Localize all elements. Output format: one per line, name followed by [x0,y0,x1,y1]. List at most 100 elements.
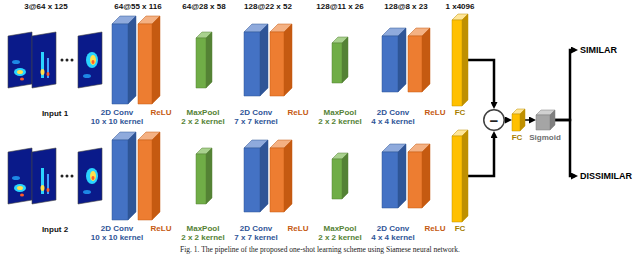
layer-caption: ReLU [288,109,309,118]
block-face [382,152,398,208]
tensor-size: 128@8 x 23 [384,2,427,11]
block-face [452,136,462,222]
layer-caption: MaxPool2 x 2 kernel [318,109,362,126]
layer-caption: 2D Conv4 x 4 kernel [371,109,415,126]
block-face [138,140,152,220]
layer-name: 2D Conv [91,109,143,118]
block-shape [452,14,468,106]
flow-arrow [525,119,533,121]
layer-caption: FC [455,109,466,118]
conv-layer: 2D Conv4 x 4 kernel [382,28,406,92]
block-shape [332,37,348,83]
block-face [244,148,260,212]
block-shape [382,144,406,208]
layer-caption: FC [512,134,523,143]
block-shape [270,140,292,212]
block-shape [408,144,430,208]
kernel-size: 4 x 4 kernel [371,118,415,127]
kernel-size: 2 x 2 kernel [318,118,362,127]
block-face [332,159,342,199]
conv-layer: 2D Conv4 x 4 kernel [382,144,406,208]
relu-layer: ReLU [138,132,160,220]
block-face [152,16,160,104]
layer-name: MaxPool [318,225,362,234]
block-shape [382,28,406,92]
block-face [260,140,268,212]
input-1-spectrograms [8,32,102,88]
flow-arrow [505,119,509,121]
layer-caption: MaxPool2 x 2 kernel [181,225,225,242]
kernel-size: 7 x 7 kernel [234,234,278,243]
fc-layer: FC [452,14,468,106]
layer-name: 2D Conv [234,225,278,234]
layer-caption: ReLU [151,109,172,118]
block-face [270,148,284,212]
input-label: Input 2 [42,225,68,234]
output-label: SIMILAR [580,45,617,56]
block-shape [196,32,212,88]
kernel-size: 10 x 10 kernel [91,118,143,127]
block-face [342,153,348,199]
layer-name: MaxPool [181,225,225,234]
conv-layer: 2D Conv10 x 10 kernel [112,16,136,104]
tensor-size: 64@55 x 116 [114,2,161,11]
block-face [462,14,468,106]
block-face [152,132,160,220]
layer-name: ReLU [151,225,172,234]
layer-name: ReLU [425,225,446,234]
block-face [196,154,206,204]
layer-name: FC [455,109,466,118]
layer-caption: FC [455,225,466,234]
block-shape [112,132,136,220]
block-face [398,144,406,208]
layer-caption: 2D Conv7 x 7 kernel [234,109,278,126]
layer-name: 2D Conv [91,225,143,234]
tensor-size: 64@28 x 58 [182,2,225,11]
relu-layer: ReLU [138,16,160,104]
flow-arrow [468,134,494,176]
block-shape [452,130,468,222]
block-shape [112,16,136,104]
block-shape [512,109,525,131]
block-face [138,24,152,104]
tensor-size: 3@64 x 125 [24,2,67,11]
conv-layer: 2D Conv7 x 7 kernel [244,24,268,96]
layer-name: ReLU [151,109,172,118]
maxpool-layer: MaxPool2 x 2 kernel [332,37,348,83]
relu-layer: ReLU [408,144,430,208]
layer-caption: ReLU [288,225,309,234]
block-shape [196,148,212,204]
block-shape [138,16,160,104]
layer-caption: Sigmoid [529,134,561,143]
block-face [408,152,422,208]
kernel-size: 7 x 7 kernel [234,118,278,127]
layer-caption: MaxPool2 x 2 kernel [181,109,225,126]
difference-circle: − [483,109,505,131]
kernel-size: 2 x 2 kernel [318,234,362,243]
kernel-size: 4 x 4 kernel [371,234,415,243]
layer-name: ReLU [425,109,446,118]
conv-layer: 2D Conv7 x 7 kernel [244,140,268,212]
layer-name: 2D Conv [371,109,415,118]
block-face [244,32,260,96]
layer-caption: MaxPool2 x 2 kernel [318,225,362,242]
sigmoid-layer: Sigmoid [536,110,555,130]
tensor-size: 1 x4096 [446,2,475,11]
layer-name: ReLU [288,109,309,118]
block-face [270,32,284,96]
block-face [398,28,406,92]
block-shape [244,24,268,96]
input-2-spectrograms [8,148,102,204]
block-face [196,38,206,88]
relu-layer: ReLU [270,140,292,212]
layer-caption: ReLU [425,225,446,234]
layer-caption: 2D Conv4 x 4 kernel [371,225,415,242]
flow-arrow [555,50,575,120]
flow-arrow [468,60,494,106]
block-face [452,20,462,106]
layer-name: FC [512,134,523,143]
block-face [128,132,136,220]
block-face [128,16,136,104]
layer-name: 2D Conv [234,109,278,118]
